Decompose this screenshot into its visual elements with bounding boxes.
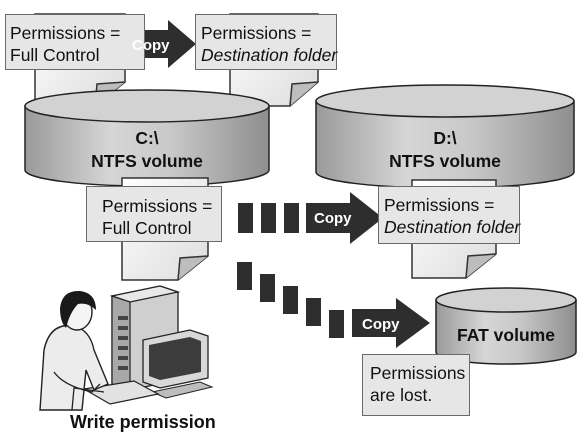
- middle-source-permissions-text: Permissions = Full Control: [102, 195, 212, 239]
- document-icon: [177, 255, 209, 281]
- permissions-value: Destination folder: [201, 45, 338, 65]
- top-copy-label: Copy: [132, 37, 170, 54]
- d-drive-label: D:\ NTFS volume: [389, 128, 501, 171]
- permissions-value: Full Control: [10, 45, 100, 65]
- c-drive-label: C:\ NTFS volume: [91, 128, 203, 171]
- copy-arrow-icon: [237, 262, 430, 348]
- c-drive-cylinder: [24, 89, 270, 187]
- write-permission-caption: Write permission: [70, 412, 216, 432]
- permissions-lost-text: Permissions are lost.: [370, 363, 466, 405]
- d-drive-cylinder: [315, 84, 575, 189]
- permissions-label: Permissions =: [384, 195, 495, 215]
- copy-arrow-icon: [238, 192, 383, 244]
- middle-destination-permissions-text: Permissions = Destination folder: [384, 194, 520, 238]
- fat-volume-label: FAT volume: [457, 325, 555, 345]
- top-destination-permissions-box: [195, 14, 337, 70]
- document-icon: [465, 253, 497, 279]
- user-person-icon: [39, 290, 109, 411]
- document-icon: [289, 81, 319, 107]
- fat-volume-cylinder: [435, 287, 577, 365]
- middle-source-permissions-box: [86, 186, 222, 242]
- permissions-value: Destination folder: [384, 217, 521, 237]
- middle-destination-permissions-box: [378, 186, 520, 244]
- permissions-label: Permissions =: [102, 196, 213, 216]
- bottom-copy-label: Copy: [362, 316, 400, 333]
- permissions-label: Permissions =: [201, 23, 312, 43]
- top-source-permissions-text: Permissions = Full Control: [10, 22, 120, 66]
- monitor-icon: [142, 329, 214, 399]
- top-source-permissions-box: [5, 14, 145, 70]
- permissions-lost-box: [362, 354, 470, 416]
- permissions-label: Permissions =: [10, 23, 121, 43]
- middle-copy-label: Copy: [314, 210, 352, 227]
- permissions-value: Full Control: [102, 218, 192, 238]
- top-destination-permissions-text: Permissions = Destination folder: [201, 22, 337, 66]
